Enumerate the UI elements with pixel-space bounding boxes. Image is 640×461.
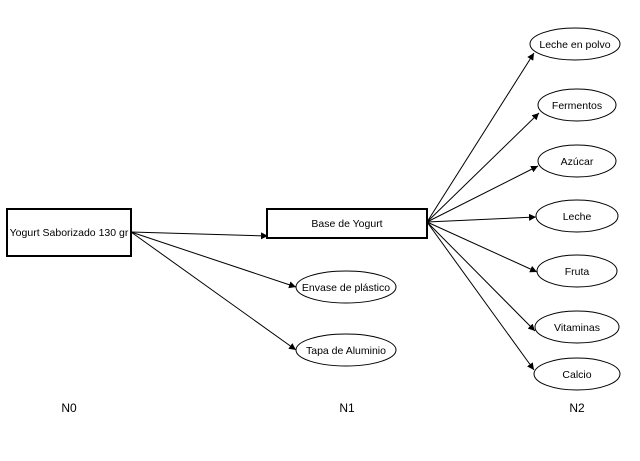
node-base: Base de Yogurt: [266, 208, 428, 239]
level-label-n0: N0: [61, 401, 77, 415]
node-azucar-label: Azúcar: [561, 156, 594, 168]
node-fermentos-label: Fermentos: [552, 100, 602, 112]
node-fermentos: Fermentos: [537, 88, 617, 122]
node-vitaminas: Vitaminas: [534, 310, 620, 344]
edges: [130, 52, 540, 371]
edge-base-fruta: [426, 221, 538, 273]
node-leche-polvo-label: Leche en polvo: [539, 39, 610, 51]
edge-root-envase: [130, 231, 297, 289]
edge-root-base: [130, 231, 269, 240]
level-label-n1: N1: [339, 401, 355, 415]
node-tapa-label: Tapa de Aluminio: [306, 345, 386, 357]
node-fruta: Fruta: [536, 254, 618, 288]
node-root: Yogurt Saborizado 130 gr: [6, 208, 132, 257]
node-azucar: Azúcar: [537, 144, 617, 178]
node-calcio: Calcio: [533, 357, 621, 391]
node-tapa: Tapa de Aluminio: [295, 333, 397, 367]
node-envase: Envase de plástico: [295, 270, 397, 304]
node-calcio-label: Calcio: [562, 369, 591, 381]
node-root-label: Yogurt Saborizado 130 gr: [10, 227, 129, 239]
node-leche: Leche: [535, 199, 619, 233]
node-base-label: Base de Yogurt: [311, 218, 382, 230]
edge-base-leche: [426, 213, 537, 223]
level-label-n2: N2: [569, 401, 585, 415]
edge-base-vitaminas: [426, 221, 536, 332]
node-vitaminas-label: Vitaminas: [554, 322, 600, 334]
edge-base-azucar: [426, 165, 539, 223]
edge-base-fermentos: [426, 112, 540, 223]
node-leche-label: Leche: [563, 211, 592, 223]
node-envase-label: Envase de plástico: [302, 282, 390, 294]
node-leche-polvo: Leche en polvo: [529, 27, 621, 61]
node-fruta-label: Fruta: [565, 266, 590, 278]
edge-base-calcio: [426, 221, 535, 371]
edge-base-leche-polvo: [426, 52, 535, 223]
edge-root-tapa: [130, 231, 297, 351]
